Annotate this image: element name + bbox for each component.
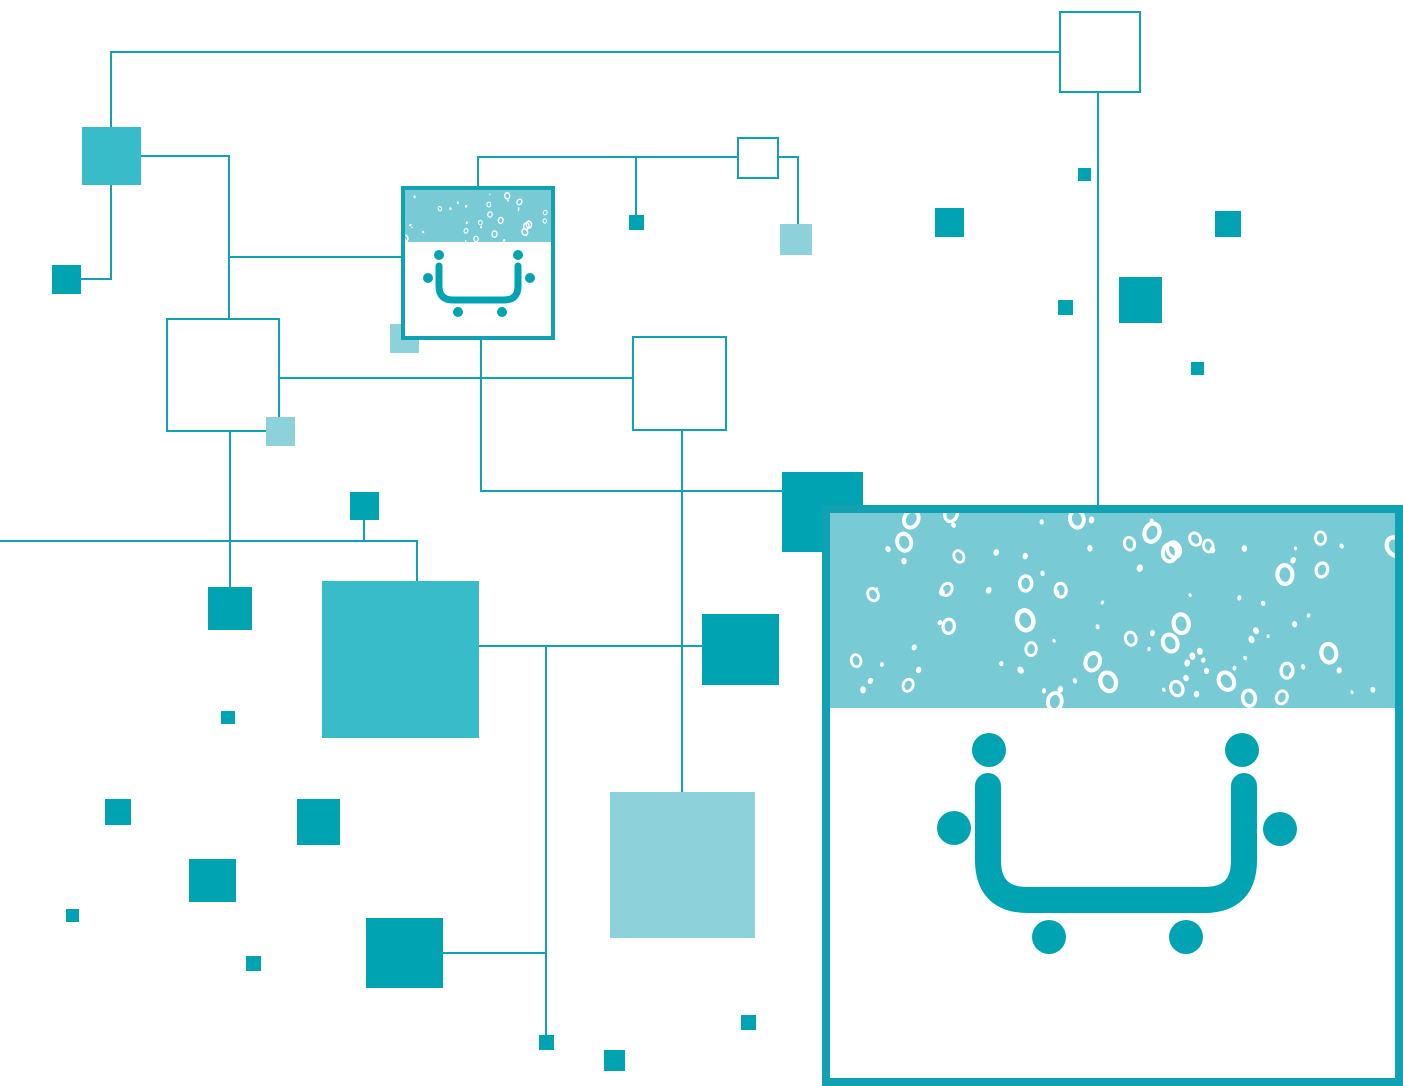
square-dark <box>1119 277 1162 323</box>
square-dark <box>366 918 443 988</box>
square-dark <box>604 1050 625 1071</box>
square-medium <box>322 581 479 738</box>
square-light <box>266 417 295 446</box>
square-dark <box>935 208 964 237</box>
square-dark <box>741 1015 756 1030</box>
connector-line <box>111 52 1060 127</box>
square-dark <box>66 909 79 922</box>
square-dark <box>702 614 779 685</box>
square-dark <box>105 799 131 825</box>
meeting-table-tile-small <box>402 188 553 338</box>
meeting-table-tile-large <box>826 504 1403 1082</box>
connector-line <box>81 185 111 279</box>
square-dark <box>1078 168 1091 181</box>
square-dark <box>221 711 235 724</box>
square-dark <box>208 587 252 630</box>
square-dark <box>1058 300 1073 315</box>
square-dark <box>297 799 340 845</box>
square-dark <box>1191 362 1204 375</box>
square-dark <box>52 265 81 294</box>
connector-line <box>481 340 782 491</box>
connector-line <box>778 157 798 224</box>
pattern-band <box>405 190 551 242</box>
square-medium <box>82 127 141 185</box>
outlined-box <box>633 337 726 430</box>
outlined-box <box>1060 12 1140 92</box>
square-dark <box>350 492 379 520</box>
pattern-band <box>830 513 1395 708</box>
connector-line <box>478 157 738 187</box>
connector-line <box>141 156 229 319</box>
outlined-boxes <box>167 12 1140 431</box>
connector-line <box>0 541 417 581</box>
square-dark <box>246 956 261 971</box>
outlined-box <box>167 319 279 431</box>
outlined-box <box>738 138 778 178</box>
square-light <box>780 224 812 255</box>
square-dark <box>1215 211 1241 237</box>
square-dark <box>539 1035 554 1050</box>
square-dark <box>189 859 236 902</box>
square-light <box>610 792 755 938</box>
square-dark <box>629 215 644 230</box>
